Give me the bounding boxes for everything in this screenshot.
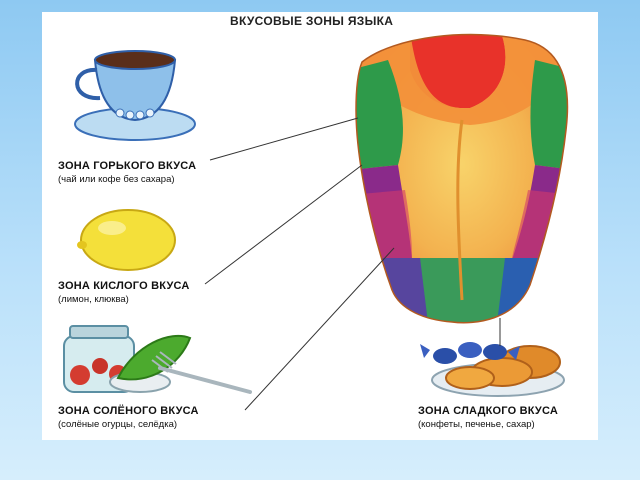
label-bitter-note: (чай или кофе без сахара) (58, 174, 175, 185)
pickle-jar-icon (63, 325, 252, 394)
label-sweet-note: (конфеты, печенье, сахар) (418, 419, 535, 430)
leader-lines (204, 117, 501, 411)
teacup-icon (74, 50, 196, 141)
label-sour-note: (лимон, клюква) (58, 294, 129, 305)
sour-zone-left (356, 60, 403, 170)
leader-line-bitter (209, 117, 359, 161)
leader-line-salty (244, 247, 395, 411)
label-bitter-heading: ЗОНА ГОРЬКОГО ВКУСА (58, 160, 197, 172)
leader-line-sour (204, 164, 363, 285)
label-salty-heading: ЗОНА СОЛЁНОГО ВКУСА (58, 405, 199, 417)
page-title: ВКУСОВЫЕ ЗОНЫ ЯЗЫКА (230, 14, 394, 28)
label-salty: ЗОНА СОЛЁНОГО ВКУСА (солёные огурцы, сел… (58, 405, 199, 430)
label-bitter: ЗОНА ГОРЬКОГО ВКУСА (чай или кофе без са… (58, 160, 196, 185)
tongue-shape (355, 33, 569, 324)
label-sweet-heading: ЗОНА СЛАДКОГО ВКУСА (418, 405, 558, 417)
lemon-icon (77, 209, 176, 271)
label-sour: ЗОНА КИСЛОГО ВКУСА (лимон, клюква) (58, 280, 190, 305)
sour-zone-right (530, 60, 568, 170)
label-salty-note: (солёные огурцы, селёдка) (58, 419, 178, 430)
label-sweet: ЗОНА СЛАДКОГО ВКУСА (конфеты, печенье, с… (418, 405, 558, 430)
bitter-zone (410, 34, 506, 109)
candy-plate-icon (420, 342, 565, 397)
label-sour-heading: ЗОНА КИСЛОГО ВКУСА (58, 280, 190, 292)
